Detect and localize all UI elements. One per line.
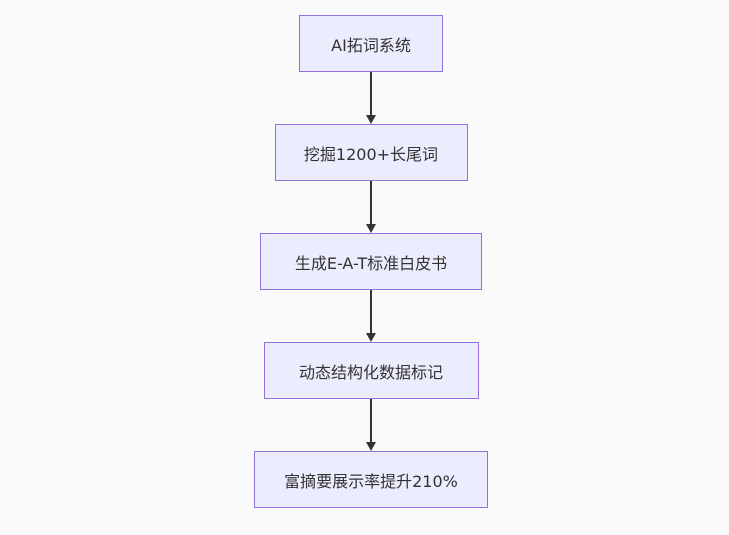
flow-node-label: 生成E-A-T标准白皮书 [294,253,448,273]
arrow-down-icon [366,115,376,124]
flow-node-generate-eat-whitepaper: 生成E-A-T标准白皮书 [260,233,482,290]
flow-node-label: 动态结构化数据标记 [298,362,443,382]
flow-node-rich-snippet-rate-increase: 富摘要展示率提升210% [254,451,488,508]
arrow-down-icon [366,224,376,233]
flow-node-label: 挖掘1200+长尾词 [303,144,439,164]
arrow-down-icon [366,442,376,451]
flow-node-dynamic-structured-data-markup: 动态结构化数据标记 [263,342,479,399]
arrow-line [370,181,372,225]
arrow-line [370,72,372,116]
arrow-line [370,290,372,334]
flow-node-label: AI拓词系统 [331,35,411,55]
edge-connector-2 [365,181,377,233]
edge-connector-1 [365,72,377,124]
arrow-down-icon [366,333,376,342]
edge-connector-3 [365,290,377,342]
flow-node-mine-longtail-keywords: 挖掘1200+长尾词 [274,124,468,181]
flow-node-ai-word-expansion-system: AI拓词系统 [299,15,443,72]
edge-connector-4 [365,399,377,451]
arrow-line [370,399,372,443]
flow-node-label: 富摘要展示率提升210% [284,471,458,491]
